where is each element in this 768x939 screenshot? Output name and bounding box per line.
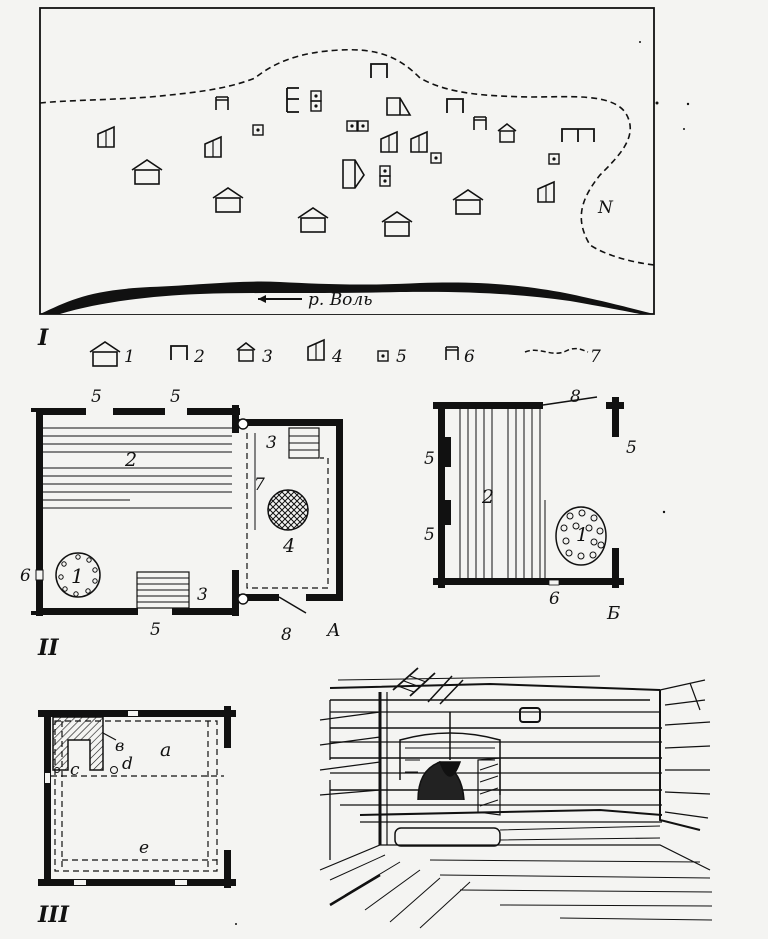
plan-label: в [115,736,124,755]
granary-icon [346,120,358,132]
shed-icon [204,136,222,158]
plan-label: 3 [197,585,208,605]
house-icon [297,207,329,233]
storehouse-frame-icon [286,87,299,113]
shed-icon [97,126,115,148]
legend-label: 5 [396,347,407,367]
house-icon [89,341,121,367]
plank-bed [43,427,232,509]
figure-numeral-2: II [37,635,59,661]
legend-label: 1 [124,347,135,367]
plank-bed [459,409,546,578]
north-label: N [597,198,614,218]
plan-label: 8 [570,387,581,407]
granary-icon [379,175,391,187]
legend: 1 2 3 4 5 6 7 [89,339,601,367]
house-icon [381,211,413,237]
bathhouse-icon [445,346,459,361]
shed-icon [537,181,555,203]
plan-label: 5 [626,438,637,458]
stone-hearth [55,552,101,598]
storehouse-frame-icon [446,98,464,114]
plan-label: 1 [71,564,84,588]
plan-label: 6 [549,589,560,609]
stone-hearth [555,506,607,566]
legend-label: 4 [331,347,343,367]
plan-label: d [122,754,133,774]
shed-icon [410,131,428,153]
plan-label: 2 [124,449,137,471]
house-plan-b: 8 5 5 2 1 5 6 Б [424,387,637,624]
plan-label: 6 [20,566,31,586]
plan-label: 3 [266,433,277,453]
plan-label: 4 [282,535,295,557]
granary-icon [310,90,322,102]
map-frame [39,7,655,315]
settlement-boundary [39,48,655,266]
hut-icon [236,342,256,362]
plan-label: 5 [424,449,435,469]
house-plan-3: в a c d e [38,706,236,888]
plan-label: 5 [424,525,435,545]
legend-label: 3 [262,347,273,367]
shed-icon [342,159,365,189]
river-label: р. Воль [308,290,373,310]
legend-label: 2 [193,347,205,367]
shed-icon [386,97,412,116]
bench-steps [288,427,320,459]
plan-label: e [139,838,149,858]
bathhouse-icon [215,96,229,111]
plan-letter-a: А [325,620,341,641]
plan-label: a [160,739,171,761]
house-icon [452,189,484,215]
figure-numeral-3: III [37,902,70,928]
legend-label: 7 [590,347,601,367]
plan-letter-b: Б [606,603,620,624]
plan-label: 5 [170,387,181,407]
shed-icon [307,339,325,361]
storehouse-frame-icon [170,345,188,361]
hearth-pit [267,489,309,531]
plan-label: 1 [576,524,588,546]
bench-steps [136,571,190,609]
plan-label: 5 [150,620,161,640]
granary-icon [430,152,442,164]
plan-label: 5 [91,387,102,407]
house-icon [131,159,163,185]
figure-numeral-1: I [37,325,49,351]
granary-icon [357,120,369,132]
granary-icon [252,124,264,136]
house-icon [212,187,244,213]
granary-icon [548,153,560,165]
plan-label: 7 [254,475,265,495]
stove [52,716,104,771]
plan-label: 2 [481,486,494,508]
granary-icon [379,165,391,177]
house-plan-a: 5 5 2 1 3 6 5 3 7 4 8 А [20,387,343,645]
shed-icon [380,131,398,153]
bathhouse-icon [473,116,487,131]
legend-label: 6 [464,347,475,367]
granary-icon [310,100,322,112]
boundary-line-icon [524,347,589,355]
granary-icon [377,350,389,362]
storehouse-frame-icon [561,128,595,142]
hut-icon [497,123,517,143]
interior-sketch [319,667,713,929]
settlement-map: р. Воль N [39,7,690,315]
plan-label: c [70,760,80,780]
storehouse-frame-icon [370,63,388,79]
plan-label: 8 [281,625,292,645]
